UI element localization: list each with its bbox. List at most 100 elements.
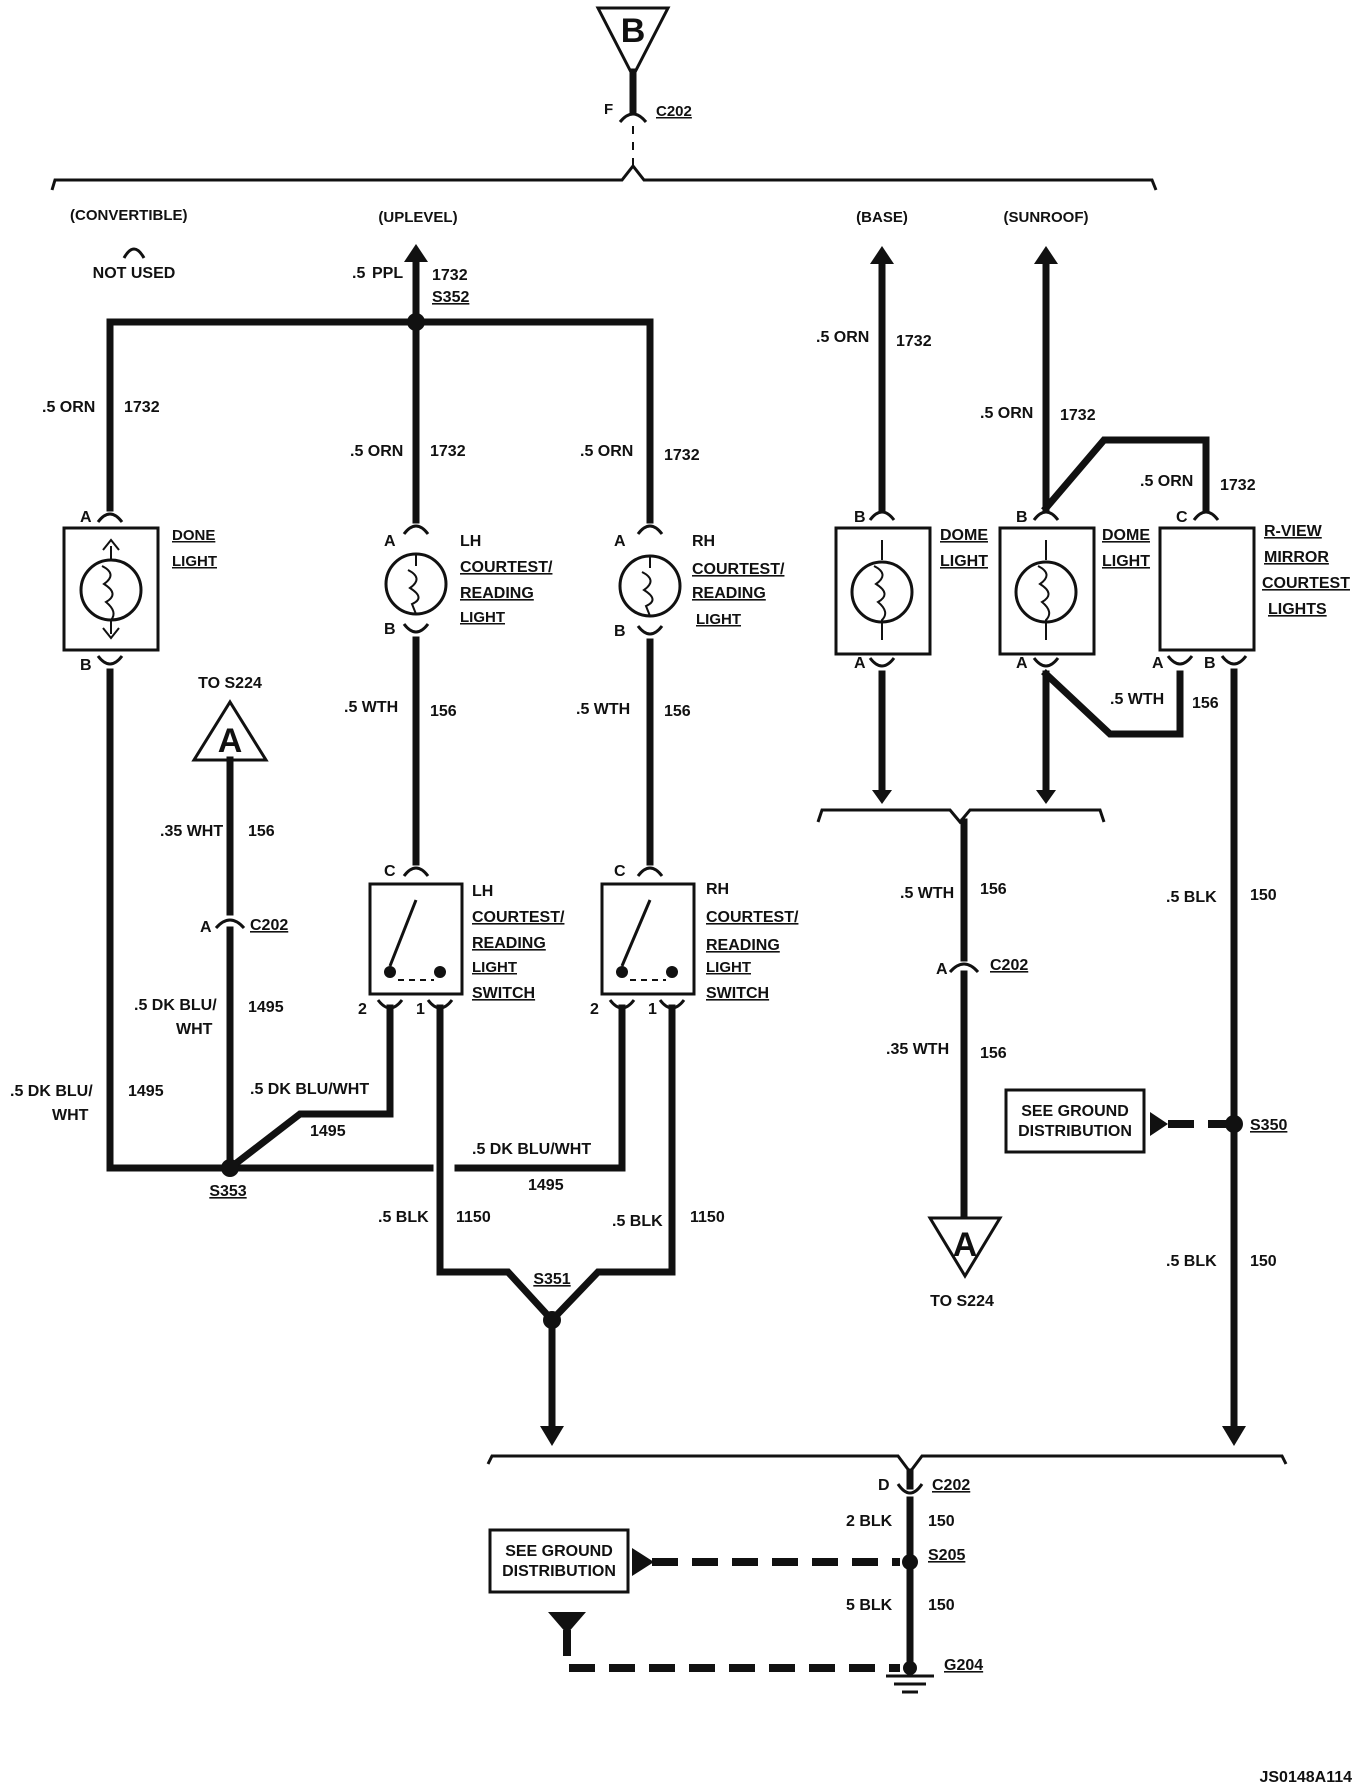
- dome-ground-arrow-sunroof: [1036, 790, 1056, 804]
- wire-dkblu-bus-label: .5 DK BLU/WHT: [472, 1141, 591, 1158]
- rh-switch-pin-c-terminal: [636, 866, 664, 877]
- rh-switch-pin-2: 2: [590, 1001, 599, 1018]
- g204-ground-dashed: [563, 1630, 900, 1672]
- rh-switch-pin-1: 1: [648, 1001, 657, 1018]
- sunroof-dome-label-2: LIGHT: [1102, 553, 1150, 570]
- see-ground-box-upper: [1004, 1088, 1146, 1154]
- rh-switch-label-4: LIGHT: [706, 959, 751, 976]
- rh-light-label-2: COURTEST/: [692, 561, 785, 578]
- done-arrow-top: [102, 538, 120, 551]
- s351-arrow: [540, 1426, 564, 1446]
- lh-switch-pin-1: 1: [416, 1001, 425, 1018]
- done-arrow-bottom: [102, 627, 120, 640]
- rh-light-label-3: READING: [692, 585, 766, 602]
- wire-dkblu-mid-num: 1495: [248, 999, 284, 1016]
- wire-orn-base-label: .5 ORN: [816, 329, 869, 346]
- sunroof-dome-label-1: DOME: [1102, 527, 1150, 544]
- c202-right-label: C202: [990, 957, 1028, 974]
- splice-s353-label: S353: [209, 1183, 246, 1200]
- lh-light-label-1: LH: [460, 533, 481, 550]
- sunroof-dome-pin-b-terminal: [1032, 510, 1060, 521]
- wire-orn-rh-label: .5 ORN: [580, 443, 633, 460]
- done-pin-a: A: [80, 509, 92, 526]
- base-arrow: [870, 246, 894, 264]
- wire-orn-base-num: 1732: [896, 333, 932, 350]
- wire-dkblu-switch-lh: [225, 1004, 394, 1173]
- wire-blk-rh: [547, 1004, 676, 1325]
- rh-switch-label-5: SWITCH: [706, 985, 769, 1002]
- wire-orn-rh-num: 1732: [664, 447, 700, 464]
- mirror-label-2: MIRROR: [1264, 549, 1329, 566]
- splice-s205-label: S205: [928, 1547, 965, 1564]
- wire-wht35-label: .35 WHT: [160, 823, 223, 840]
- rh-switch-label-2: COURTEST/: [706, 909, 799, 926]
- ppl-arrow: [404, 244, 428, 262]
- wire-blk-rh-num: 1150: [690, 1209, 725, 1226]
- wire-orn-mirror: [1041, 436, 1210, 513]
- lh-switch-pin-c-terminal: [402, 866, 430, 877]
- rh-switch-box: [600, 882, 696, 996]
- mirror-pin-c: C: [1176, 509, 1188, 526]
- wire-dkblu-mid-label-2: WHT: [176, 1021, 213, 1038]
- wire-blk-lh-label: .5 BLK: [378, 1209, 429, 1226]
- sunroof-dome-pin-b: B: [1016, 509, 1028, 526]
- figure-id: JS0148A114: [1259, 1769, 1352, 1786]
- wire-wth-return-num: 156: [980, 881, 1007, 898]
- rh-light-label-4: LIGHT: [696, 611, 741, 628]
- wire-dkblu-done-label-2: WHT: [52, 1107, 89, 1124]
- wire-wth-rh-num: 156: [664, 703, 691, 720]
- s205-ground-arrow: [632, 1548, 654, 1576]
- lh-light-label-3: READING: [460, 585, 534, 602]
- rh-switch-pin-c: C: [614, 863, 626, 880]
- ppl-color-label: PPL: [372, 265, 403, 282]
- lh-filament: [407, 554, 420, 615]
- bottom-bracket: [486, 1454, 1288, 1475]
- done-pin-b: B: [80, 657, 92, 674]
- wire-dkblu-mid-label-1: .5 DK BLU/: [134, 997, 217, 1014]
- wire-wth-return-label: .5 WTH: [900, 885, 954, 902]
- connector-b-symbol: [595, 6, 671, 80]
- base-dome-filament: [873, 540, 887, 640]
- connector-c202-top-label: C202: [656, 103, 692, 120]
- rh-switch-pin-2-terminal: [608, 999, 636, 1010]
- variant-uplevel: (UPLEVEL): [378, 209, 457, 226]
- mirror-pin-c-terminal: [1192, 510, 1220, 521]
- wire-wth-lh-num: 156: [430, 703, 457, 720]
- connector-b-letter: B: [621, 12, 646, 50]
- lh-switch-contact-1: [434, 966, 446, 978]
- mirror-pin-a: A: [1152, 655, 1164, 672]
- base-dome-pin-b-terminal: [868, 510, 896, 521]
- lh-switch-pin-c: C: [384, 863, 396, 880]
- rh-light-pin-a-terminal: [636, 524, 664, 535]
- lh-light-pin-a-terminal: [402, 524, 430, 535]
- wire-blk-mirror-num-1: 150: [1250, 887, 1277, 904]
- wire-wht35-num: 156: [248, 823, 275, 840]
- lh-light-label-2: COURTEST/: [460, 559, 553, 576]
- offpage-a-left-letter: A: [218, 722, 243, 760]
- lh-light-label-4: LIGHT: [460, 609, 505, 626]
- wire-dkblu-lh-label: .5 DK BLU/WHT: [250, 1081, 369, 1098]
- splice-s352-label: S352: [432, 289, 469, 306]
- base-dome-label-2: LIGHT: [940, 553, 988, 570]
- lh-switch-label-2: COURTEST/: [472, 909, 565, 926]
- wire-wth35-label: .35 WTH: [886, 1041, 949, 1058]
- lh-switch-label-3: READING: [472, 935, 546, 952]
- splice-s350-label: S350: [1250, 1117, 1287, 1134]
- lh-switch-label-4: LIGHT: [472, 959, 517, 976]
- sunroof-dome-filament: [1037, 540, 1051, 640]
- sunroof-arrow: [1034, 246, 1058, 264]
- done-filament: [101, 546, 115, 634]
- mirror-pin-b: B: [1204, 655, 1216, 672]
- base-dome-pin-a-terminal: [868, 657, 896, 668]
- wire-wth-mirror-num: 156: [1192, 695, 1219, 712]
- not-used-label: NOT USED: [93, 265, 176, 282]
- variant-convertible: (CONVERTIBLE): [70, 207, 188, 224]
- rh-switch-contact-1: [666, 966, 678, 978]
- lh-switch-pin-2: 2: [358, 1001, 367, 1018]
- rh-switch-label-1: RH: [706, 881, 729, 898]
- see-ground-box-lower: [488, 1528, 630, 1594]
- lh-light-pin-a: A: [384, 533, 396, 550]
- variant-sunroof: (SUNROOF): [1004, 209, 1089, 226]
- mirror-label-3: COURTEST: [1262, 575, 1350, 592]
